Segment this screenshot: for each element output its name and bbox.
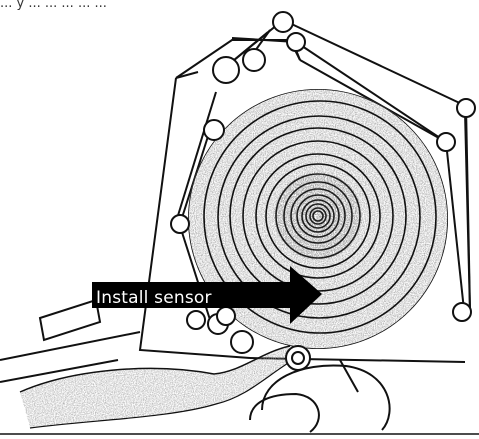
round-bale [188, 89, 448, 349]
callout-arrow [92, 266, 322, 324]
rollers [170, 11, 476, 354]
belt-path [175, 19, 471, 327]
install-sensor-callout [92, 266, 322, 324]
cropped-caption-text: ... y ... ... ... ... ... [0, 0, 107, 11]
install-sensor-label: Install sensor [96, 288, 212, 308]
pickup-assembly [0, 298, 479, 435]
